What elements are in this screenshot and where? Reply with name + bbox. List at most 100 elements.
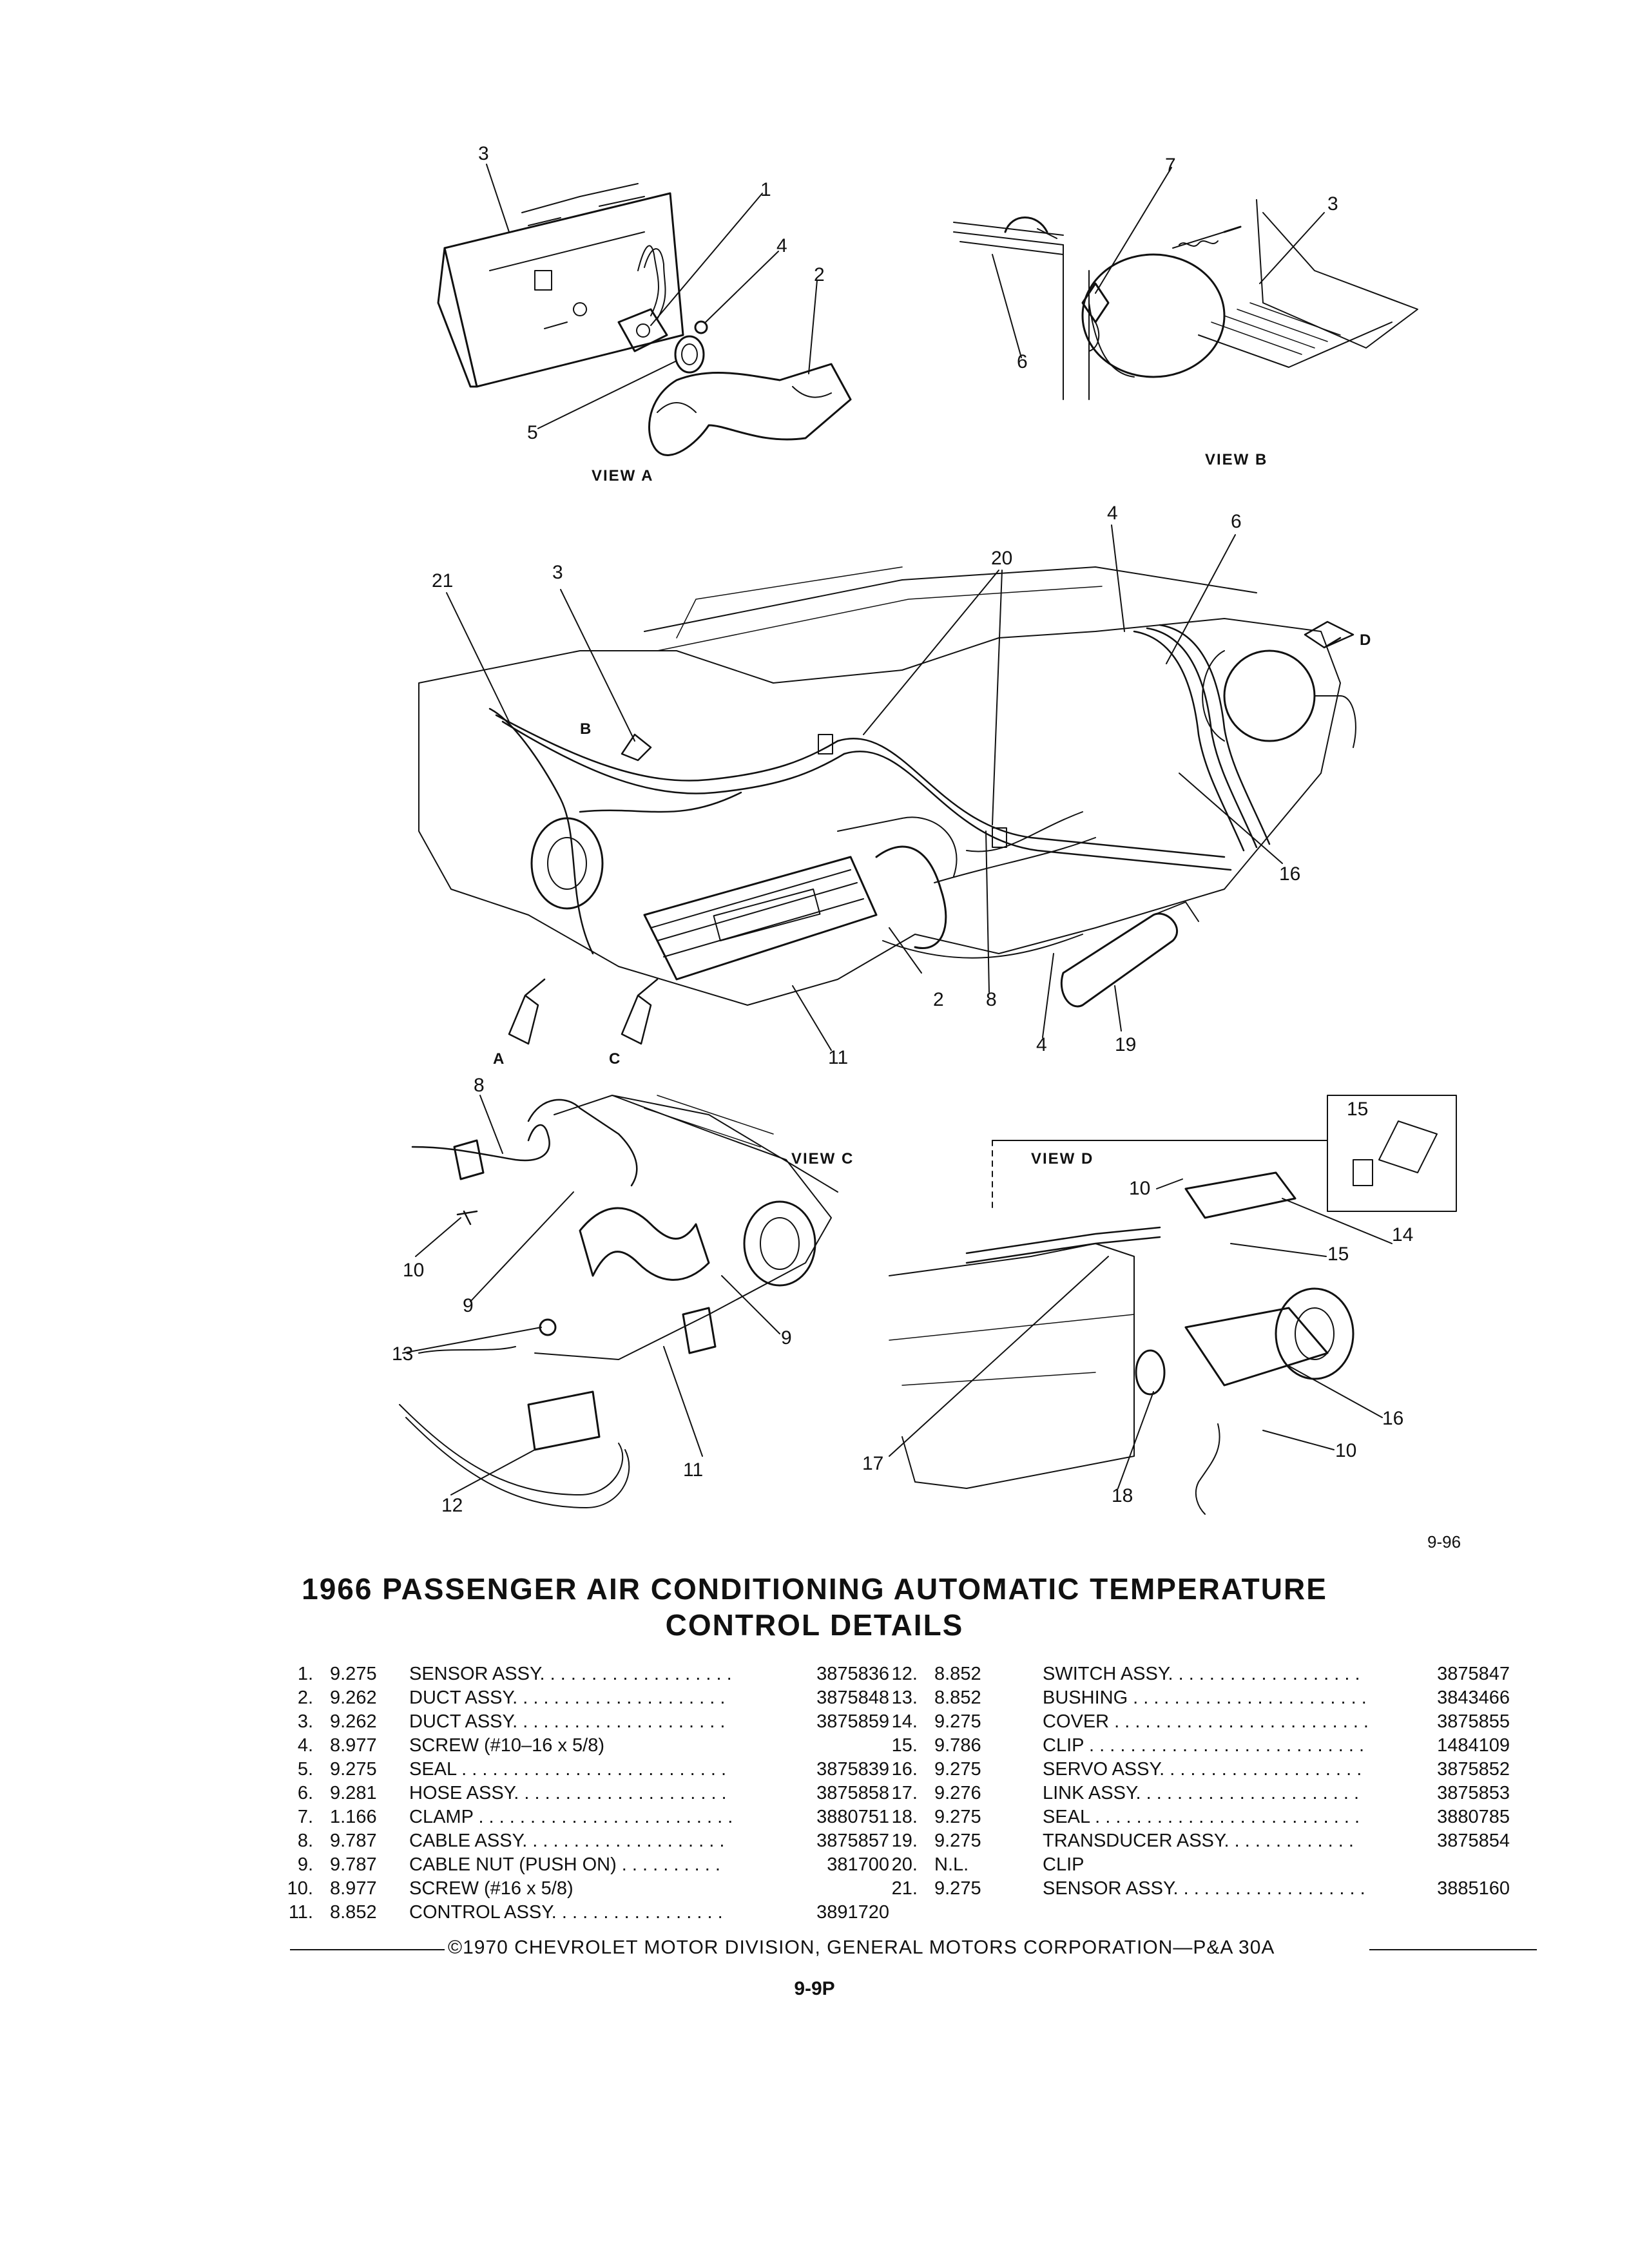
view-arrow-a-letter: A bbox=[493, 1050, 505, 1068]
part-number: 9. bbox=[297, 1854, 313, 1875]
callout-c-13: 13 bbox=[392, 1343, 414, 1365]
view-arrow-b-letter: B bbox=[580, 720, 592, 738]
callout-main-16: 16 bbox=[1279, 863, 1301, 885]
part-code: 9.787 bbox=[330, 1854, 377, 1875]
part-number: 12. bbox=[891, 1664, 918, 1684]
part-code: 9.275 bbox=[330, 1759, 377, 1780]
part-code: 8.852 bbox=[934, 1664, 981, 1684]
callout-c-12: 12 bbox=[441, 1495, 463, 1516]
callout-main-4-top: 4 bbox=[1107, 503, 1118, 524]
part-number: 10. bbox=[287, 1878, 313, 1899]
page-title-line-1: 1966 PASSENGER AIR CONDITIONING AUTOMATI… bbox=[302, 1572, 1327, 1606]
part-row-7: 7. 1.166 CLAMP . . . . . . . . . . . . . .… bbox=[284, 1805, 928, 1829]
part-name: TRANSDUCER ASSY. . . . . . . . . . . . . bbox=[1043, 1831, 1354, 1851]
part-pn: 3875847 bbox=[1437, 1664, 1510, 1684]
part-name: SEAL . . . . . . . . . . . . . . . . . .… bbox=[1043, 1807, 1360, 1827]
part-name: HOSE ASSY. . . . . . . . . . . . . . . .… bbox=[409, 1783, 727, 1803]
part-code: 1.166 bbox=[330, 1807, 377, 1827]
part-number: 1. bbox=[297, 1664, 313, 1684]
part-pn: 3843466 bbox=[1437, 1687, 1510, 1708]
part-name: CABLE NUT (PUSH ON) . . . . . . . . . . bbox=[409, 1854, 720, 1875]
part-row-20: 20.N.L.CLIP bbox=[888, 1853, 1532, 1877]
part-pn: 3875854 bbox=[1437, 1831, 1510, 1851]
callout-a-1: 1 bbox=[760, 179, 771, 200]
callout-d-15: 15 bbox=[1327, 1244, 1349, 1265]
view-a-label: VIEW A bbox=[592, 467, 654, 485]
part-code: 9.262 bbox=[330, 1687, 377, 1708]
part-number: 7. bbox=[297, 1807, 313, 1827]
footer-rule-left bbox=[290, 1949, 445, 1950]
view-arrow-c-letter: C bbox=[609, 1050, 621, 1068]
part-number: 11. bbox=[288, 1902, 313, 1923]
part-pn: 3891720 bbox=[816, 1902, 889, 1923]
callout-main-20: 20 bbox=[991, 548, 1013, 569]
part-code: 9.787 bbox=[330, 1831, 377, 1851]
part-name: SCREW (#10–16 x 5/8) bbox=[409, 1735, 605, 1756]
part-code: 9.786 bbox=[934, 1735, 981, 1756]
part-row-8: 8. 9.787 CABLE ASSY. . . . . . . . . . . .… bbox=[284, 1829, 928, 1853]
callout-main-8: 8 bbox=[986, 989, 997, 1010]
part-row-9: 9. 9.787 CABLE NUT (PUSH ON) . . . . . . .… bbox=[284, 1853, 928, 1877]
callout-a-2: 2 bbox=[814, 264, 825, 285]
part-code: 9.281 bbox=[330, 1783, 377, 1803]
callout-main-21: 21 bbox=[432, 570, 454, 591]
part-number: 19. bbox=[891, 1831, 918, 1851]
part-code: 9.275 bbox=[934, 1759, 981, 1780]
callout-d-10-bottom: 10 bbox=[1335, 1440, 1357, 1461]
part-pn: 3875855 bbox=[1437, 1711, 1510, 1732]
callout-c-8: 8 bbox=[474, 1075, 485, 1096]
view-arrow-d-letter: D bbox=[1360, 631, 1371, 649]
part-pn: 3875859 bbox=[816, 1711, 889, 1732]
part-number: 3. bbox=[297, 1711, 313, 1732]
part-pn: 3875853 bbox=[1437, 1783, 1510, 1803]
footer-rule-right bbox=[1369, 1949, 1537, 1950]
callout-c-11: 11 bbox=[683, 1459, 704, 1481]
part-code: 9.262 bbox=[330, 1711, 377, 1732]
callout-main-4-bottom: 4 bbox=[1036, 1034, 1047, 1055]
view-c-label: VIEW C bbox=[791, 1150, 854, 1168]
view-a-drawing bbox=[437, 164, 852, 456]
part-number: 2. bbox=[297, 1687, 313, 1708]
view-d-label: VIEW D bbox=[1031, 1150, 1094, 1168]
part-name: CONTROL ASSY. . . . . . . . . . . . . . … bbox=[409, 1902, 723, 1923]
part-pn: 3885160 bbox=[1437, 1878, 1510, 1899]
part-name: DUCT ASSY. . . . . . . . . . . . . . . .… bbox=[409, 1711, 726, 1732]
part-name: CLAMP . . . . . . . . . . . . . . . . . … bbox=[409, 1807, 733, 1827]
part-pn: 3880785 bbox=[1437, 1807, 1510, 1827]
part-code: 8.977 bbox=[330, 1878, 377, 1899]
part-pn: 3875848 bbox=[816, 1687, 889, 1708]
part-code: 9.275 bbox=[934, 1831, 981, 1851]
callout-a-4: 4 bbox=[776, 235, 787, 256]
part-name: BUSHING . . . . . . . . . . . . . . . . … bbox=[1043, 1687, 1367, 1708]
callout-d-16: 16 bbox=[1382, 1408, 1404, 1429]
part-code: 8.852 bbox=[330, 1902, 377, 1923]
part-number: 8. bbox=[297, 1831, 313, 1851]
view-b-drawing bbox=[953, 167, 1418, 400]
callout-d-10-top: 10 bbox=[1129, 1178, 1151, 1199]
callout-c-10: 10 bbox=[403, 1260, 425, 1281]
copyright-notice: ©1970 CHEVROLET MOTOR DIVISION, GENERAL … bbox=[448, 1937, 1275, 1958]
part-pn: 1484109 bbox=[1437, 1735, 1510, 1756]
part-name: CABLE ASSY. . . . . . . . . . . . . . . … bbox=[409, 1831, 725, 1851]
part-number: 5. bbox=[297, 1759, 313, 1780]
part-code: 9.275 bbox=[934, 1878, 981, 1899]
part-number: 4. bbox=[297, 1735, 313, 1756]
part-name: SERVO ASSY. . . . . . . . . . . . . . . … bbox=[1043, 1759, 1362, 1780]
part-code: 9.275 bbox=[934, 1711, 981, 1732]
callout-a-5: 5 bbox=[527, 422, 538, 443]
main-view-drawing bbox=[418, 524, 1356, 1051]
part-name: SEAL . . . . . . . . . . . . . . . . . .… bbox=[409, 1759, 727, 1780]
callout-a-3: 3 bbox=[478, 143, 489, 164]
callout-b-7: 7 bbox=[1165, 155, 1176, 176]
part-code: 8.977 bbox=[330, 1735, 377, 1756]
part-code: 9.276 bbox=[934, 1783, 981, 1803]
